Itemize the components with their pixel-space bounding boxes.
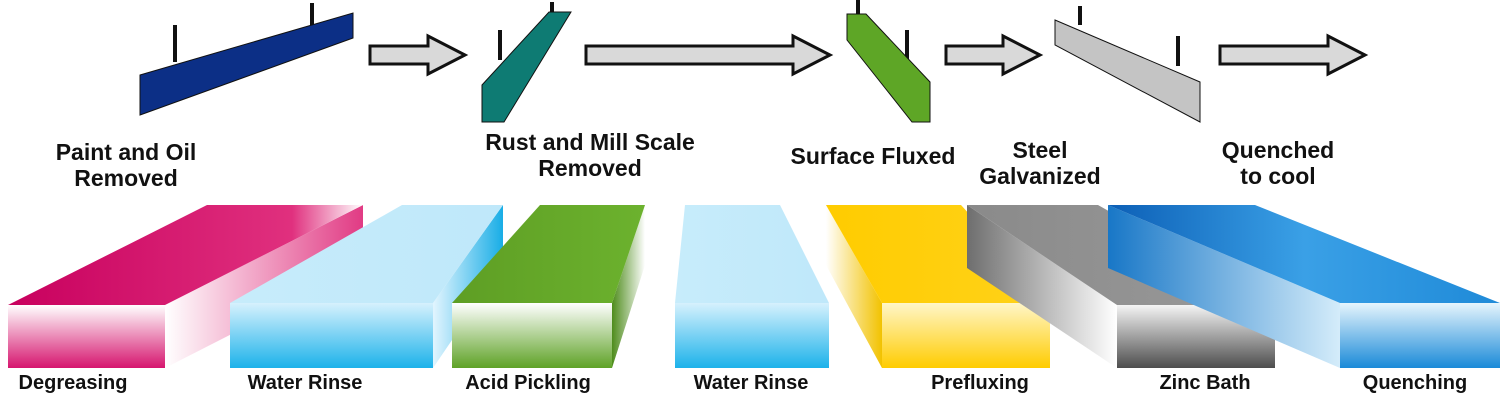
step-label-line2: Removed: [74, 165, 178, 191]
tank-label-water-rinse-1: Water Rinse: [247, 372, 363, 394]
tank-label-degreasing: Degreasing: [18, 372, 128, 394]
tank-label-quenching: Quenching: [1362, 372, 1468, 394]
step-label-line2: to cool: [1240, 163, 1316, 189]
tank-label-prefluxing: Prefluxing: [931, 372, 1029, 394]
steel-piece-pickled: [481, 2, 572, 123]
steel-piece-galvanized: [1054, 6, 1201, 123]
step-label-steel-galvanized: Steel Galvanized: [960, 137, 1120, 189]
step-label-quenched-to-cool: Quenched to cool: [1198, 137, 1358, 189]
step-label-line1: Paint and Oil: [55, 139, 197, 165]
step-label-rust-mill-scale-removed: Rust and Mill Scale Removed: [470, 129, 710, 181]
step-label-line1: Quenched: [1221, 137, 1335, 163]
steel-piece-degreased: [139, 3, 354, 116]
step-label-surface-fluxed: Surface Fluxed: [773, 143, 973, 169]
tank-water-rinse-2: [675, 205, 829, 368]
step-label-line1: Rust and Mill Scale: [485, 129, 695, 155]
tank-label-water-rinse-2: Water Rinse: [693, 372, 809, 394]
tank-quenching: [1108, 205, 1500, 368]
step-label-line2: Removed: [538, 155, 642, 181]
arrow-right-icon: [944, 33, 1044, 77]
tank-label-zinc-bath: Zinc Bath: [1159, 372, 1251, 394]
steel-piece-fluxed: [846, 0, 931, 123]
step-label-line1: Steel: [1012, 137, 1068, 163]
arrow-right-icon: [368, 33, 469, 77]
step-label-paint-oil-removed: Paint and Oil Removed: [36, 139, 216, 191]
tank-label-acid-pickling: Acid Pickling: [465, 372, 591, 394]
arrow-right-icon: [584, 33, 834, 77]
arrow-right-icon: [1218, 33, 1369, 77]
step-label-line1: Surface Fluxed: [790, 143, 956, 169]
tank-acid-pickling: [452, 205, 645, 368]
step-label-line2: Galvanized: [979, 163, 1101, 189]
